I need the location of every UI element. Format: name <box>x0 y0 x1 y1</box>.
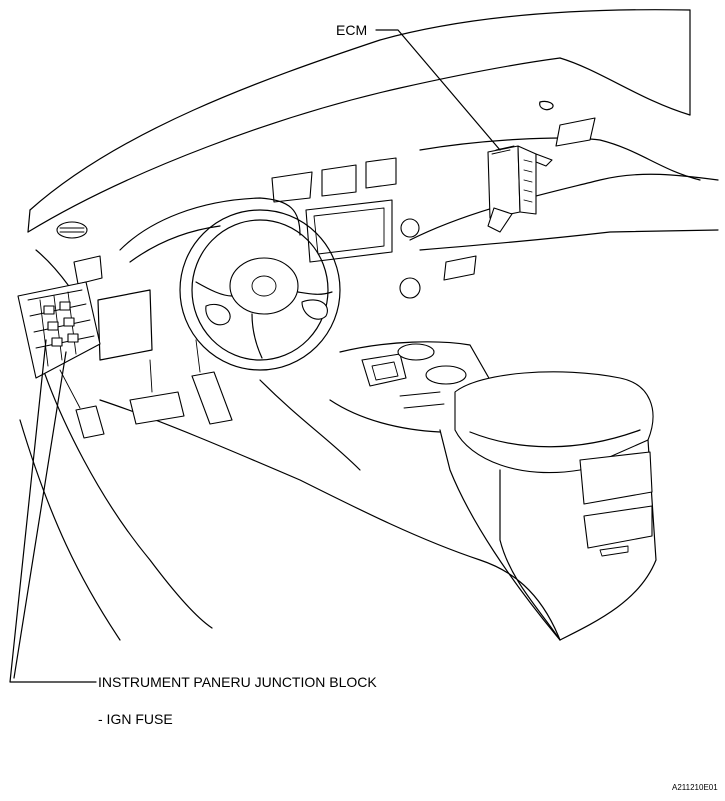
ecm-leader-line <box>375 29 501 151</box>
floor-pedals <box>19 339 561 641</box>
center-console <box>329 341 657 641</box>
junction-block-leader-line <box>9 339 97 683</box>
figure-code: A211210E01 <box>672 783 718 792</box>
ecm-label: ECM <box>336 22 367 38</box>
ign-fuse-label: - IGN FUSE <box>98 711 173 727</box>
junction-block-label: INSTRUMENT PANERU JUNCTION BLOCK <box>98 674 377 690</box>
junction-block <box>17 281 101 379</box>
ecm-unit <box>487 145 553 233</box>
dashboard-outline <box>27 9 719 361</box>
steering-wheel <box>179 209 341 371</box>
junction-block-leader-line-2 <box>13 351 67 679</box>
